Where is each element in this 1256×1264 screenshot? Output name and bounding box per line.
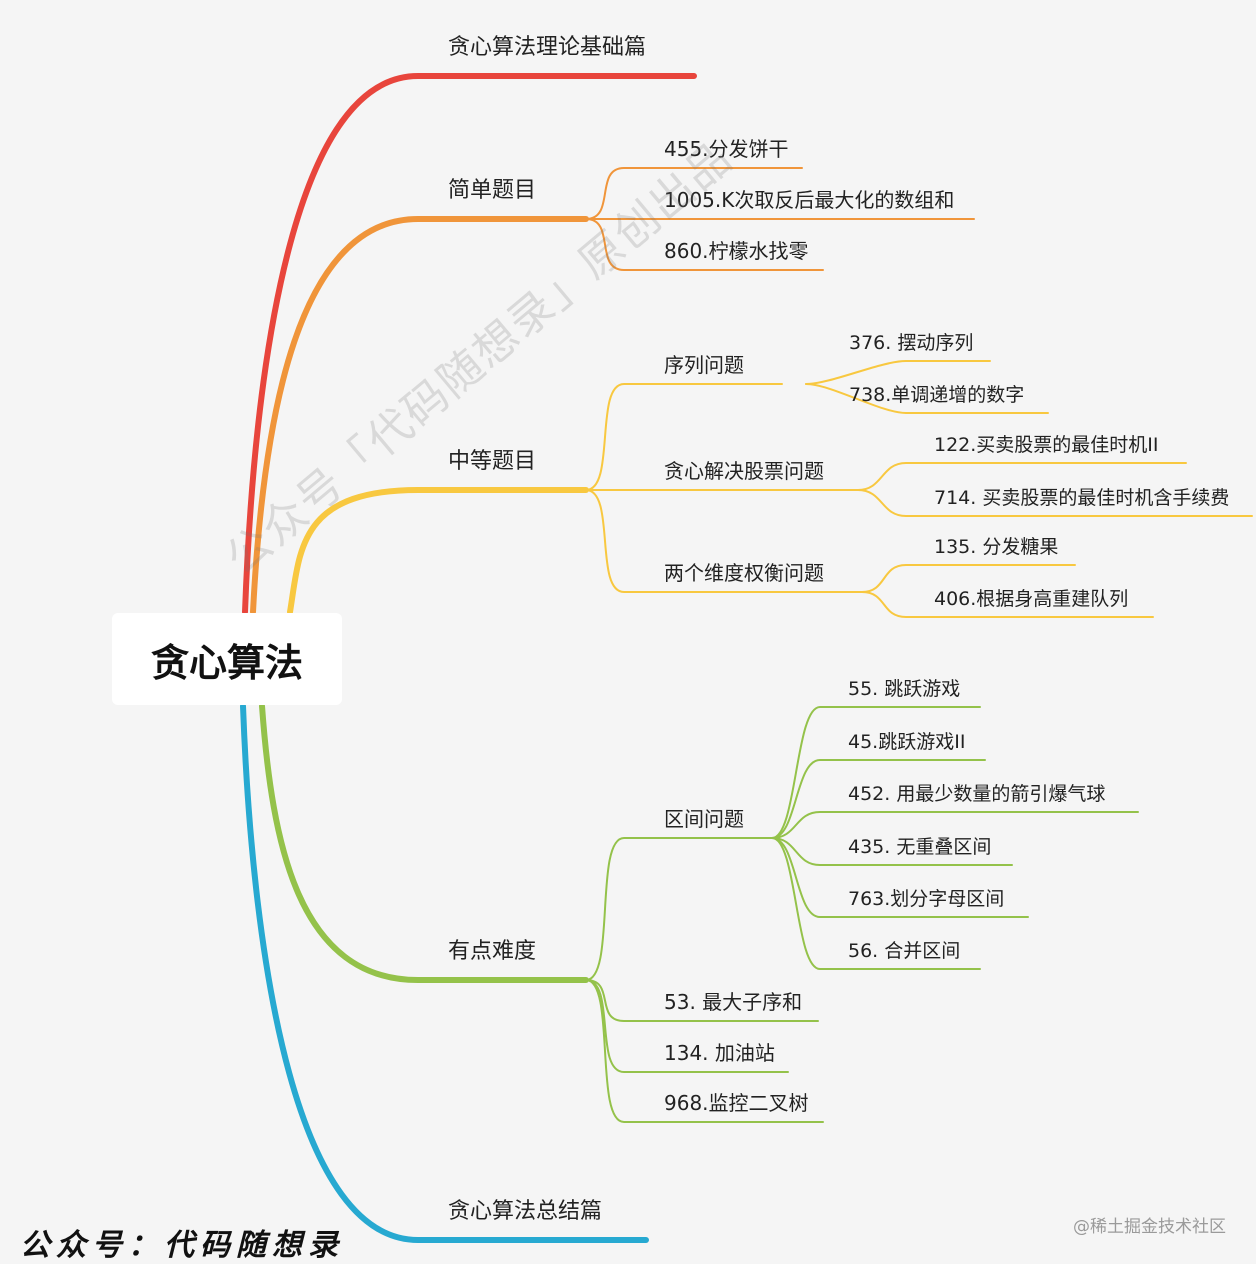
branch-3-child-0-leaf-edge-2 — [771, 811, 1139, 839]
branch-label-1[interactable]: 简单题目 — [448, 178, 536, 203]
branch-2-child-2-leaf-1[interactable]: 406.根据身高重建队列 — [934, 588, 1128, 610]
branch-3-child-0-leaf-edge-4 — [771, 837, 1029, 918]
branch-3-child-0-leaf-4[interactable]: 763.划分字母区间 — [848, 888, 1004, 910]
branch-2-child-edge-2 — [585, 489, 863, 593]
branch-2-child-2-leaf-edge-0 — [861, 564, 1076, 593]
branch-3-child-edge-1 — [585, 979, 819, 1022]
branch-2-child-edge-0 — [585, 383, 783, 491]
branch-3-child-1[interactable]: 53. 最大子序和 — [664, 990, 802, 1014]
branch-2-child-1-leaf-1[interactable]: 714. 买卖股票的最佳时机含手续费 — [934, 487, 1229, 509]
branch-2-child-2-leaf-edge-1 — [861, 591, 1154, 618]
branch-label-4[interactable]: 贪心算法总结篇 — [448, 1199, 602, 1224]
branch-edge-2 — [287, 487, 589, 615]
branch-2-child-0-leaf-0[interactable]: 376. 摆动序列 — [849, 332, 973, 354]
branch-3-child-edge-0 — [585, 837, 773, 981]
branch-3-child-0-leaf-1[interactable]: 45.跳跃游戏II — [848, 731, 965, 753]
branch-1-child-0[interactable]: 455.分发饼干 — [664, 137, 789, 161]
branch-3-child-0-leaf-edge-1 — [771, 759, 986, 839]
branch-3-child-3[interactable]: 968.监控二叉树 — [664, 1091, 809, 1115]
branch-2-child-1-leaf-0[interactable]: 122.买卖股票的最佳时机II — [934, 434, 1159, 456]
branch-3-child-2[interactable]: 134. 加油站 — [664, 1041, 775, 1065]
branch-1-child-edge-0 — [585, 167, 803, 220]
footer-account: 公众号：代码随想录 — [20, 1228, 344, 1263]
branch-3-child-0-leaf-edge-3 — [771, 837, 1013, 866]
branch-edge-1 — [250, 216, 589, 615]
branch-1-child-2[interactable]: 860.柠檬水找零 — [664, 239, 809, 263]
branch-2-child-1[interactable]: 贪心解决股票问题 — [664, 459, 824, 483]
branch-label-0[interactable]: 贪心算法理论基础篇 — [448, 35, 646, 60]
branch-3-child-edge-2 — [585, 979, 789, 1073]
branch-3-child-0-leaf-edge-0 — [771, 706, 981, 839]
branch-2-child-0[interactable]: 序列问题 — [664, 353, 744, 377]
branch-1-child-edge-2 — [585, 218, 824, 271]
branch-3-child-0-leaf-5[interactable]: 56. 合并区间 — [848, 940, 960, 962]
branch-3-child-0-leaf-0[interactable]: 55. 跳跃游戏 — [848, 678, 960, 700]
branch-2-child-0-leaf-edge-1 — [805, 383, 1049, 414]
branch-2-child-2-leaf-0[interactable]: 135. 分发糖果 — [934, 536, 1058, 558]
branch-1-child-1[interactable]: 1005.K次取反后最大化的数组和 — [664, 188, 954, 212]
branch-edge-0 — [242, 73, 697, 615]
branch-3-child-edge-3 — [585, 979, 824, 1123]
root-node[interactable]: 贪心算法 — [112, 613, 342, 705]
branch-2-child-2[interactable]: 两个维度权衡问题 — [664, 561, 824, 585]
footer-source: @稀土掘金技术社区 — [1073, 1217, 1226, 1237]
branch-2-child-1-leaf-edge-0 — [857, 462, 1187, 491]
branch-3-child-0[interactable]: 区间问题 — [664, 807, 744, 831]
branch-edge-4 — [240, 703, 649, 1243]
branch-edge-3 — [259, 703, 589, 983]
branch-3-child-0-leaf-edge-5 — [771, 837, 981, 970]
branch-2-child-0-leaf-edge-0 — [805, 360, 991, 385]
branch-2-child-0-leaf-1[interactable]: 738.单调递增的数字 — [849, 384, 1024, 406]
branch-3-child-0-leaf-3[interactable]: 435. 无重叠区间 — [848, 836, 991, 858]
branch-label-3[interactable]: 有点难度 — [448, 939, 536, 964]
branch-3-child-0-leaf-2[interactable]: 452. 用最少数量的箭引爆气球 — [848, 783, 1105, 805]
branch-2-child-1-leaf-edge-1 — [857, 489, 1253, 517]
branch-label-2[interactable]: 中等题目 — [448, 449, 536, 474]
